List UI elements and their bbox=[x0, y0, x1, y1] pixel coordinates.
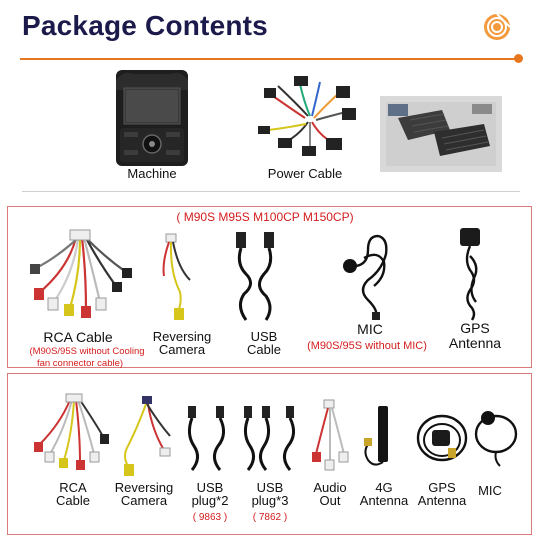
s2-4g-label-1: 4G bbox=[375, 480, 393, 495]
s2-usb3-note: ( 7862 ) bbox=[252, 512, 288, 523]
gps-antenna-icon bbox=[416, 414, 468, 462]
s2-mic-label: MIC bbox=[478, 483, 502, 498]
connector-photo-icon bbox=[380, 96, 502, 172]
power-cable-harness-icon bbox=[258, 76, 356, 156]
usb-plug-3-icon bbox=[243, 406, 295, 471]
s1-mic-label: MIC bbox=[357, 321, 383, 337]
accessories-box-2 bbox=[7, 373, 532, 535]
s1-mic-note: (M90S/95S without MIC) bbox=[307, 340, 427, 352]
s1-camera-label-1: Reversing bbox=[152, 329, 212, 344]
s2-gps-label-1: GPS bbox=[428, 480, 456, 495]
mic-icon bbox=[343, 234, 388, 320]
gps-antenna-icon bbox=[460, 228, 480, 321]
s2-usb2-note: ( 9863 ) bbox=[192, 512, 228, 523]
s1-camera-label-2: Camera bbox=[158, 342, 206, 357]
audio-out-cable-icon bbox=[312, 399, 349, 471]
brand-logo-icon bbox=[484, 13, 511, 40]
s1-gps-label-2: Antenna bbox=[448, 335, 502, 351]
header-divider-dot bbox=[514, 54, 523, 63]
s1-rca-note-2: fan connector cable) bbox=[36, 358, 124, 369]
s2-usb2-label-1: USB bbox=[196, 480, 224, 495]
accessories-box-1 bbox=[7, 206, 532, 368]
s2-camera-label-1: Reversing bbox=[114, 480, 174, 495]
rca-cable-icon bbox=[30, 229, 132, 318]
reversing-camera-cable-icon bbox=[124, 396, 171, 476]
s2-usb3-label-1: USB bbox=[256, 480, 284, 495]
s1-rca-note-1: (M90S/95S without Cooling bbox=[29, 346, 145, 357]
s2-4g-label-2: Antenna bbox=[359, 493, 409, 508]
page-title: Package Contents bbox=[22, 10, 268, 41]
rca-cable-icon bbox=[34, 393, 109, 470]
s2-rca-label-2: Cable bbox=[56, 493, 90, 508]
mic-icon bbox=[474, 411, 518, 467]
s2-audio-label-2: Out bbox=[319, 493, 341, 508]
s2-usb2-label-2: plug*2 bbox=[191, 493, 229, 508]
machine-head-unit-icon bbox=[116, 70, 188, 166]
s2-camera-label-2: Camera bbox=[120, 493, 168, 508]
s2-usb3-label-2: plug*3 bbox=[251, 493, 289, 508]
section-divider bbox=[22, 191, 520, 192]
s1-usb-label-1: USB bbox=[250, 329, 278, 344]
4g-antenna-icon bbox=[364, 406, 388, 466]
s2-rca-label-1: RCA bbox=[59, 480, 87, 495]
machine-label: Machine bbox=[127, 166, 177, 181]
usb-cable-icon bbox=[236, 232, 274, 321]
models-note: ( M90S M95S M100CP M150CP) bbox=[176, 210, 354, 224]
header-divider bbox=[20, 58, 520, 60]
s2-audio-label-1: Audio bbox=[313, 480, 347, 495]
usb-plug-2-icon bbox=[187, 406, 225, 471]
reversing-camera-cable-icon bbox=[162, 233, 191, 320]
power-cable-label: Power Cable bbox=[267, 166, 343, 181]
s1-gps-label-1: GPS bbox=[460, 320, 490, 336]
s1-usb-label-2: Cable bbox=[247, 342, 281, 357]
s1-rca-label: RCA Cable bbox=[43, 329, 113, 345]
s2-gps-label-2: Antenna bbox=[417, 493, 467, 508]
